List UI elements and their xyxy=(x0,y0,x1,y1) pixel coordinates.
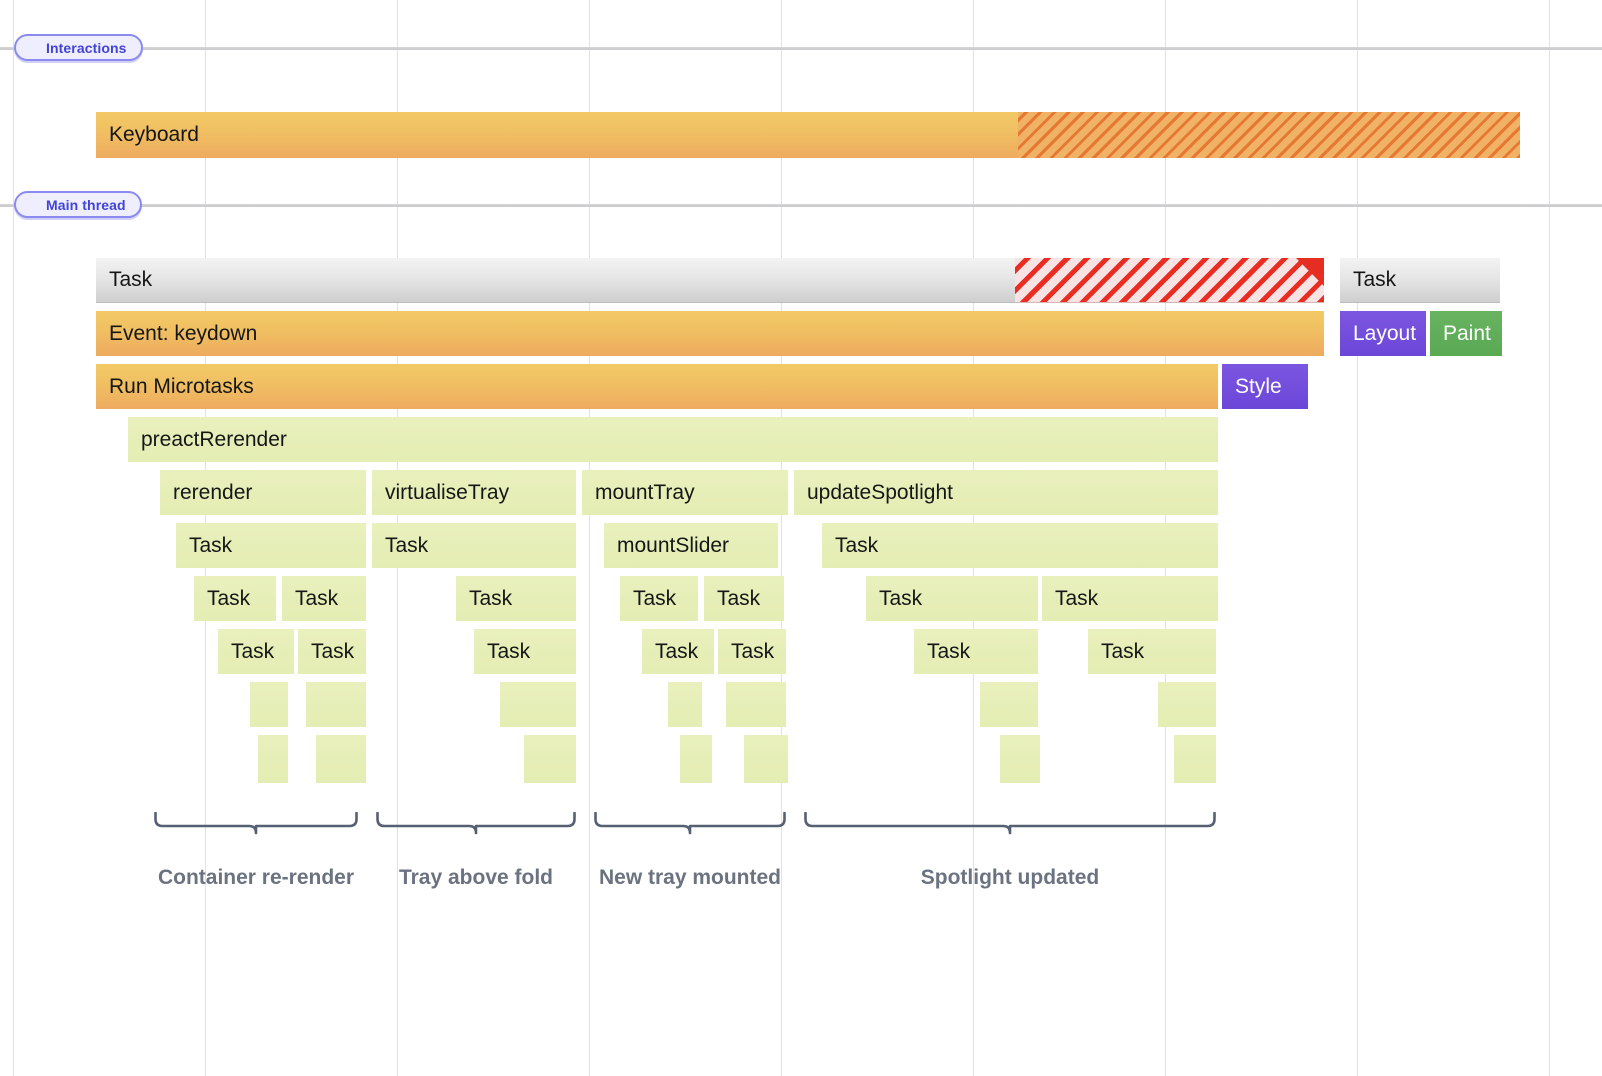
annotation-new-tray-mounted-label: New tray mounted xyxy=(598,866,782,889)
block-label: mountSlider xyxy=(617,533,730,557)
block-label: Task xyxy=(311,639,355,663)
task-block[interactable]: Task xyxy=(1042,576,1218,621)
task-block[interactable] xyxy=(744,735,788,783)
task-block[interactable]: Task xyxy=(642,629,714,674)
task-block[interactable] xyxy=(1158,682,1216,727)
rerender-block[interactable]: rerender xyxy=(160,470,366,515)
annotation-new-tray-mounted-brace xyxy=(594,812,786,842)
block-label: Task xyxy=(385,533,429,557)
virtualise-tray-block[interactable]: virtualiseTray xyxy=(372,470,576,515)
gridline-7 xyxy=(1357,0,1358,1076)
block-label: virtualiseTray xyxy=(385,480,510,504)
block-label: updateSpotlight xyxy=(807,480,953,504)
track-pill-main-thread[interactable]: Main thread xyxy=(14,191,142,218)
long-task-warning-corner-icon xyxy=(1296,258,1324,286)
block-label: Task xyxy=(879,586,923,610)
block-label: rerender xyxy=(173,480,253,504)
block-label: Task xyxy=(189,533,233,557)
block-label: Task xyxy=(731,639,775,663)
task-block[interactable]: Task xyxy=(176,523,366,568)
block-label: preactRerender xyxy=(141,427,287,451)
task-block[interactable]: Task xyxy=(914,629,1038,674)
task-block[interactable] xyxy=(680,735,712,783)
task-block[interactable] xyxy=(980,682,1038,727)
task-block[interactable] xyxy=(1000,735,1040,783)
annotation-container-rerender-brace xyxy=(154,812,358,842)
block-label: mountTray xyxy=(595,480,695,504)
gridline-8 xyxy=(1549,0,1550,1076)
preact-rerender-block[interactable]: preactRerender xyxy=(128,417,1218,462)
update-spotlight-block[interactable]: updateSpotlight xyxy=(794,470,1218,515)
task-block[interactable]: Task xyxy=(218,629,294,674)
task-block[interactable] xyxy=(316,735,366,783)
track-pill-interactions[interactable]: Interactions xyxy=(14,34,143,61)
block-label: Task xyxy=(655,639,699,663)
task-block[interactable] xyxy=(524,735,576,783)
run-microtasks-block[interactable]: Run Microtasks xyxy=(96,364,1218,409)
block-label: Task xyxy=(717,586,761,610)
task-block[interactable] xyxy=(306,682,366,727)
block-label: Task xyxy=(109,268,153,291)
block-label: Task xyxy=(207,586,251,610)
task-block[interactable]: Task xyxy=(474,629,576,674)
block-label: Task xyxy=(469,586,513,610)
style-block[interactable]: Style xyxy=(1222,364,1308,409)
mount-tray-block[interactable]: mountTray xyxy=(582,470,788,515)
block-label: Task xyxy=(231,639,275,663)
annotation-spotlight-updated-brace xyxy=(804,812,1216,842)
task-block[interactable]: Task xyxy=(620,576,698,621)
block-label: Task xyxy=(1101,639,1145,663)
paint-block[interactable]: Paint xyxy=(1430,311,1502,356)
input-delay-hatch xyxy=(1018,112,1520,158)
block-label: Task xyxy=(1353,268,1397,291)
event-keydown-block[interactable]: Event: keydown xyxy=(96,311,1324,356)
annotation-container-rerender-label: Container re-render xyxy=(157,866,355,889)
block-label: Task xyxy=(835,533,879,557)
task-block[interactable]: Task xyxy=(298,629,366,674)
task-block[interactable]: Task xyxy=(1340,258,1500,303)
task-block[interactable] xyxy=(1174,735,1216,783)
task-block[interactable]: Task xyxy=(718,629,786,674)
task-block[interactable]: Task xyxy=(866,576,1038,621)
task-block[interactable]: Task xyxy=(282,576,366,621)
task-block[interactable] xyxy=(726,682,786,727)
block-label: Layout xyxy=(1353,321,1417,345)
task-block[interactable]: Task xyxy=(704,576,784,621)
mount-slider-block[interactable]: mountSlider xyxy=(604,523,778,568)
long-task-warning-hatch xyxy=(1015,258,1324,303)
block-label: Event: keydown xyxy=(109,321,258,345)
block-label: Run Microtasks xyxy=(109,374,254,398)
task-block[interactable] xyxy=(500,682,576,727)
block-label: Task xyxy=(633,586,677,610)
block-label: Keyboard xyxy=(109,123,199,146)
gridline-3 xyxy=(589,0,590,1076)
task-block[interactable] xyxy=(668,682,702,727)
task-block[interactable]: Task xyxy=(456,576,576,621)
block-label: Task xyxy=(927,639,971,663)
track-rail-0 xyxy=(0,47,1602,50)
task-block[interactable]: Task xyxy=(1088,629,1216,674)
annotation-tray-above-fold-brace xyxy=(376,812,576,842)
block-label: Style xyxy=(1235,374,1282,398)
layout-block[interactable]: Layout xyxy=(1340,311,1426,356)
task-block[interactable] xyxy=(250,682,288,727)
task-block[interactable]: Task xyxy=(822,523,1218,568)
task-block[interactable]: Task xyxy=(194,576,276,621)
track-pill-label: Interactions xyxy=(46,39,127,56)
annotation-spotlight-updated-label: Spotlight updated xyxy=(920,866,1100,889)
gridline-0 xyxy=(13,0,14,1076)
block-label: Paint xyxy=(1443,321,1491,345)
block-label: Task xyxy=(295,586,339,610)
gridline-4 xyxy=(781,0,782,1076)
block-label: Task xyxy=(1055,586,1099,610)
task-block[interactable]: Task xyxy=(372,523,576,568)
track-rail-1 xyxy=(0,204,1602,207)
task-block[interactable] xyxy=(258,735,288,783)
annotation-tray-above-fold-label: Tray above fold xyxy=(398,866,554,889)
block-label: Task xyxy=(487,639,531,663)
track-pill-label: Main thread xyxy=(46,196,126,213)
